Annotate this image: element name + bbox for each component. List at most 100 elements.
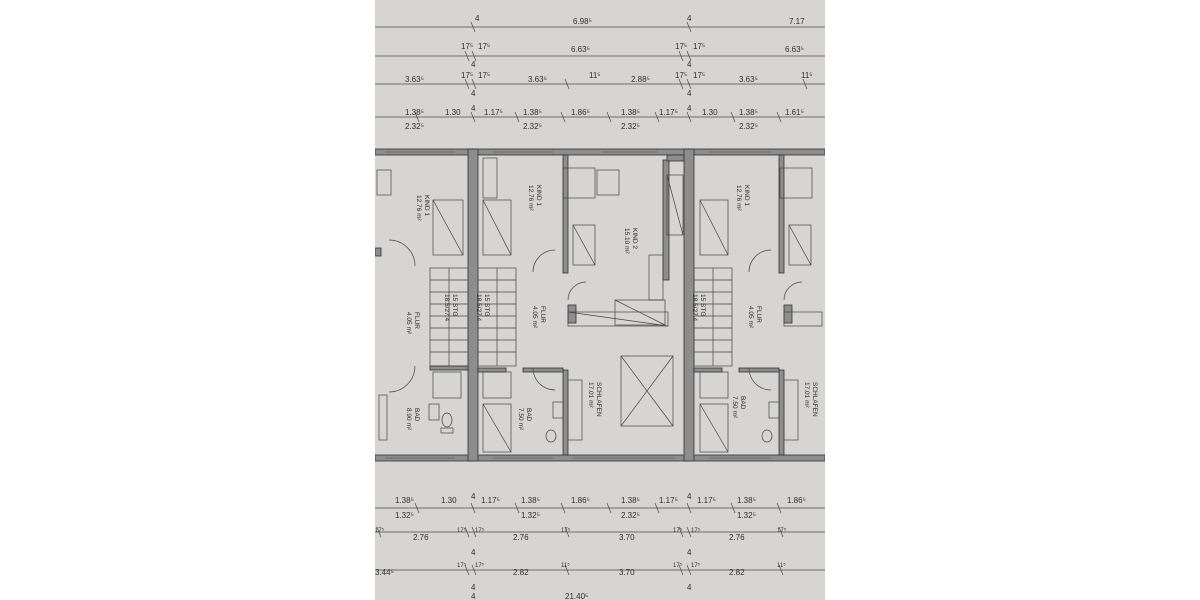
room-flur-a-name: FLUR — [413, 312, 420, 329]
room-bad-c-area: 7.50 m² — [731, 396, 738, 419]
dim-bot-1-3: 1.32⁵ — [737, 511, 756, 520]
room-bad-a-name: BAD — [413, 408, 420, 422]
dim-top-3-5: 1.86⁵ — [571, 108, 590, 117]
dim-bot-3-4: 4 — [471, 548, 476, 557]
window-marks — [385, 151, 771, 459]
dim-bot-0-2: 4 — [471, 492, 476, 501]
dim-top-3-9: 1.30 — [702, 108, 718, 117]
stair-a-spec: 18.5/27.4 — [443, 294, 450, 321]
dim-top-0-0: 4 — [475, 14, 480, 23]
dim-bot-4-2: 17⁵ — [475, 562, 485, 569]
dim-bot-2-2: 17⁵ — [475, 527, 485, 534]
dim-bot-1-0: 1.32⁵ — [395, 511, 414, 520]
room-bad-b-name: BAD — [525, 408, 532, 422]
stair-b-label: 15 STG — [483, 294, 490, 316]
room-schlafen-b-name: SCHLAFEN — [811, 382, 818, 417]
dim-top-2-5: 2.88⁵ — [631, 75, 650, 84]
dim-bot-0-7: 1.17⁵ — [659, 496, 678, 505]
dim-top-3-0: 1.38⁵ — [405, 108, 424, 117]
room-bad-b-area: 7.50 m² — [517, 408, 524, 431]
room-bad-c-name: BAD — [739, 396, 746, 410]
dim-bot-4-1: 17⁵ — [457, 562, 467, 569]
dim-top-0-3: 7.17 — [789, 17, 805, 26]
room-kind1-c-name: KIND 1 — [743, 185, 750, 206]
dim-bot-4-4: 11⁵ — [561, 562, 570, 569]
dim-top-1-6: 4 — [471, 60, 476, 69]
stairs-graphics — [429, 267, 733, 367]
stair-a-label: 15 STG — [451, 294, 458, 316]
room-kind1-a-name: KIND 1 — [423, 195, 430, 216]
dim-bot-4-0: 3.44⁵ — [375, 568, 394, 577]
room-kind1-b-area: 12.76 m² — [527, 185, 534, 211]
dim-top-3-10: 1.38⁵ — [739, 108, 758, 117]
dim-bot-2-5: 17⁵ — [691, 527, 701, 534]
dim-bot-0-10: 1.38⁵ — [737, 496, 756, 505]
dim-bot-2-4: 17⁵ — [673, 527, 683, 534]
dim-bot-5-0: 4 — [471, 592, 476, 600]
dim-top-2-10: 4 — [471, 89, 476, 98]
dim-top-2-8: 3.63⁵ — [739, 75, 758, 84]
stair-c-spec: 18.5/27.4 — [691, 294, 698, 321]
dim-bot-3-0: 2.76 — [413, 533, 429, 542]
dim-top-2-6: 17⁵ — [675, 71, 687, 80]
room-labels: KIND 1 12.76 m² KIND 1 12.76 m² KIND 2 1… — [405, 185, 818, 431]
furniture — [376, 157, 823, 453]
floor-plan-drawing: 4 6.98⁵ 4 7.17 17⁵ 17⁵ 6.63⁵ 17⁵ 17⁵ 6.6… — [375, 14, 825, 600]
dim-bot-4-7: 17⁵ — [691, 562, 701, 569]
room-schlafen-a-name: SCHLAFEN — [595, 382, 602, 417]
dim-top-1-7: 4 — [687, 60, 692, 69]
plan-sheet: 4 6.98⁵ 4 7.17 17⁵ 17⁵ 6.63⁵ 17⁵ 17⁵ 6.6… — [375, 0, 825, 600]
dim-bot-0-6: 1.38⁵ — [621, 496, 640, 505]
room-flur-b-name: FLUR — [539, 306, 546, 323]
dim-bot-3-3: 2.76 — [729, 533, 745, 542]
dim-top-1-1: 17⁵ — [478, 42, 490, 51]
dim-bot-1-2: 2.32⁵ — [621, 511, 640, 520]
stair-c-label: 15 STG — [699, 294, 706, 316]
dim-top-2-1: 17⁵ — [461, 71, 473, 80]
dim-bot-4-6: 17⁵ — [673, 562, 683, 569]
room-kind1-a-area: 12.76 m² — [415, 195, 422, 221]
dim-bot-4-5: 3.70 — [619, 568, 635, 577]
room-kind1-b-name: KIND 1 — [535, 185, 542, 206]
dim-top-3-2: 4 — [471, 104, 476, 113]
dim-top-2-9: 11⁵ — [801, 71, 813, 80]
dim-top-2-11: 4 — [687, 89, 692, 98]
dim-bot-0-5: 1.86⁵ — [571, 496, 590, 505]
room-kind2-area: 15.10 m² — [623, 228, 630, 254]
dim-bot-0-8: 4 — [687, 492, 692, 501]
dim-top-1-5: 6.63⁵ — [785, 45, 804, 54]
dim-bot-2-0: 17⁵ — [375, 527, 385, 534]
dim-top-3-3: 1.17⁵ — [484, 108, 503, 117]
dim-top-0-1: 6.98⁵ — [573, 17, 592, 26]
dim-bot-0-4: 1.38⁵ — [521, 496, 540, 505]
dim-top-2-4: 11⁵ — [589, 71, 601, 80]
dim-bot-4-3: 2.82 — [513, 568, 529, 577]
dim-bot-4-10: 4 — [471, 583, 476, 592]
dim-top-2-2: 17⁵ — [478, 71, 490, 80]
dim-top-1-0: 17⁵ — [461, 42, 473, 51]
dim-top-3-7: 1.17⁵ — [659, 108, 678, 117]
dim-top-2-7: 17⁵ — [693, 71, 705, 80]
dim-bot-4-11: 4 — [687, 583, 692, 592]
dim-bot-2-1: 17⁵ — [457, 527, 467, 534]
dim-bot-0-9: 1.17⁵ — [697, 496, 716, 505]
dim-bot-3-5: 4 — [687, 548, 692, 557]
room-kind1-c-area: 12.76 m² — [735, 185, 742, 211]
room-flur-c-area: 4.05 m² — [747, 306, 754, 329]
room-kind2-name: KIND 2 — [631, 228, 638, 249]
room-flur-a-area: 4.05 m² — [405, 312, 412, 335]
dim-bot-0-0: 1.38⁵ — [395, 496, 414, 505]
dim-top-4-1: 2.32⁵ — [523, 122, 542, 131]
stair-b-spec: 18.5/27.4 — [475, 294, 482, 321]
dim-top-3-6: 1.38⁵ — [621, 108, 640, 117]
dim-top-1-4: 17⁵ — [693, 42, 705, 51]
dim-bot-2-3: 17⁵ — [561, 527, 571, 534]
dim-top-2-0: 3.63⁵ — [405, 75, 424, 84]
room-flur-c-name: FLUR — [755, 306, 762, 323]
dim-bot-4-8: 2.82 — [729, 568, 745, 577]
dim-top-4-2: 2.32⁵ — [621, 122, 640, 131]
dim-top-1-2: 6.63⁵ — [571, 45, 590, 54]
dim-top-0-2: 4 — [687, 14, 692, 23]
dim-top-1-3: 17⁵ — [675, 42, 687, 51]
room-schlafen-a-area: 17.01 m² — [587, 382, 594, 408]
